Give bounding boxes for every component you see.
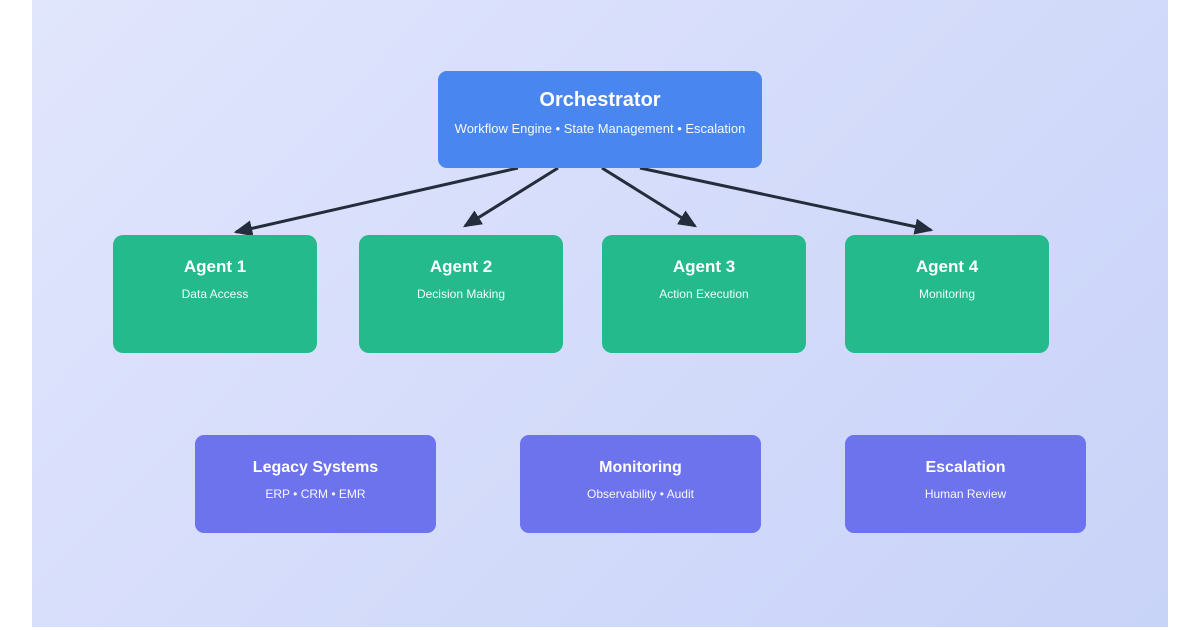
orchestrator-subtitle: Workflow Engine • State Management • Esc…: [454, 121, 746, 136]
agent-4-node: Agent 4 Monitoring: [845, 235, 1049, 353]
agent-1-node: Agent 1 Data Access: [113, 235, 317, 353]
monitoring-node: Monitoring Observability • Audit: [520, 435, 761, 533]
agent-2-title: Agent 2: [429, 257, 493, 276]
agent-3-title: Agent 3: [672, 257, 736, 276]
monitoring-subtitle: Observability • Audit: [587, 487, 694, 501]
escalation-node: Escalation Human Review: [845, 435, 1086, 533]
agent-1-title: Agent 1: [183, 257, 247, 276]
agent-3-subtitle: Action Execution: [659, 287, 749, 301]
orchestrator-node: Orchestrator Workflow Engine • State Man…: [438, 71, 762, 168]
agent-3-node: Agent 3 Action Execution: [602, 235, 806, 353]
agent-2-subtitle: Decision Making: [416, 287, 506, 301]
agent-4-subtitle: Monitoring: [918, 287, 976, 301]
orchestrator-title: Orchestrator: [539, 89, 661, 111]
legacy-systems-title: Legacy Systems: [252, 459, 379, 476]
agent-2-node: Agent 2 Decision Making: [359, 235, 563, 353]
legacy-systems-subtitle: ERP • CRM • EMR: [265, 487, 366, 501]
agent-1-subtitle: Data Access: [181, 287, 249, 301]
escalation-title: Escalation: [925, 459, 1006, 476]
legacy-systems-node: Legacy Systems ERP • CRM • EMR: [195, 435, 436, 533]
monitoring-title: Monitoring: [599, 459, 682, 476]
agent-4-title: Agent 4: [915, 257, 979, 276]
escalation-subtitle: Human Review: [924, 487, 1007, 501]
